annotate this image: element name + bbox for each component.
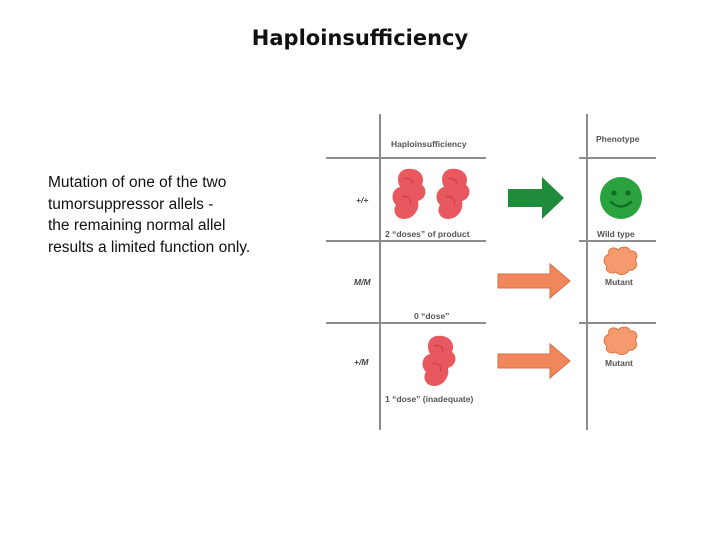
orange-arrow-icon xyxy=(497,342,571,380)
phenotype-label: Mutant xyxy=(605,358,633,368)
grid-divider-right xyxy=(586,114,588,430)
genotype-label: M/M xyxy=(354,277,371,287)
protein-icon xyxy=(392,168,426,219)
column-header: Haploinsufficiency xyxy=(391,139,467,149)
dose-label: 2 “doses” of product xyxy=(385,229,470,239)
green-arrow-icon xyxy=(508,177,564,219)
description-line: Mutation of one of the two xyxy=(48,174,227,191)
genotype-label: +/M xyxy=(354,357,369,367)
grid-row-line xyxy=(326,322,486,324)
orange-blob-icon xyxy=(603,326,638,355)
page-title: Haploinsufficiency xyxy=(251,26,469,50)
grid-header-line xyxy=(326,157,486,159)
grid-divider-left xyxy=(379,114,381,430)
dose-label: 0 “dose” xyxy=(414,311,450,321)
phenotype-label: Mutant xyxy=(605,277,633,287)
protein-icon xyxy=(422,335,456,386)
grid-row-line-right xyxy=(579,240,656,242)
protein-icon xyxy=(436,168,470,219)
grid-header-line-right xyxy=(579,157,656,159)
phenotype-label: Wild type xyxy=(597,229,635,239)
description-line: tumorsuppressor allels - xyxy=(48,195,214,213)
orange-arrow-icon xyxy=(497,262,571,300)
smiley-face-icon xyxy=(600,177,642,219)
dose-label: 1 “dose” (inadequate) xyxy=(385,394,474,404)
description-text: Mutation of one of the two tumorsuppress… xyxy=(48,172,308,258)
grid-row-line-right xyxy=(579,322,656,324)
grid-row-line xyxy=(326,240,486,242)
description-line: the remaining normal allel xyxy=(48,217,226,234)
phenotype-header: Phenotype xyxy=(596,134,640,144)
orange-blob-icon xyxy=(603,246,638,275)
haploinsufficiency-diagram: Haploinsufficiency Phenotype +/+ 2 “dose… xyxy=(324,112,660,432)
genotype-label: +/+ xyxy=(356,195,369,205)
description-line: results a limited function only. xyxy=(48,238,251,256)
